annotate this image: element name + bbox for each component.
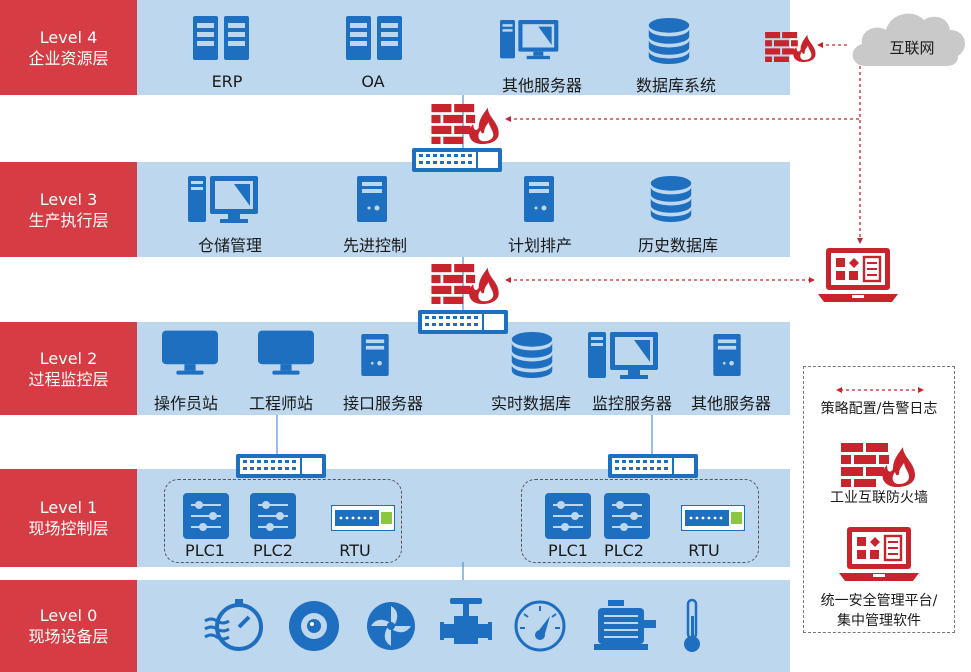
- warehouse-workstation-icon: [188, 176, 260, 224]
- fan-icon: [367, 602, 415, 650]
- rtu-label: RTU: [688, 541, 720, 560]
- plc1-icon: [545, 493, 591, 539]
- plc2-icon: [250, 493, 296, 539]
- apc-server-icon: [357, 176, 387, 222]
- engineer-station-label: 工程师站: [248, 394, 314, 413]
- dashed-arrow-icon: [836, 387, 924, 393]
- firewall-icon: [765, 32, 817, 62]
- rtu-icon: [681, 505, 745, 531]
- management-laptop-icon: [818, 248, 898, 304]
- legend-policy-label: 策略配置/告警日志: [820, 401, 938, 417]
- database-icon: [646, 18, 692, 64]
- erp-server-icon: [193, 16, 249, 60]
- operator-station-label: 操作员站: [153, 394, 219, 413]
- other-server-label: 其他服务器: [501, 76, 583, 95]
- realtime-database-icon: [509, 332, 555, 378]
- apc-label: 先进控制: [342, 236, 408, 255]
- legend: 策略配置/告警日志 工业互联防火墙 统一安全管理平台/ 集中管理软件: [803, 366, 955, 633]
- other-server-icon: [713, 334, 741, 376]
- switch-icon: [412, 148, 502, 172]
- history-database-label: 历史数据库: [637, 236, 719, 255]
- monitor-server-icon: [588, 332, 660, 380]
- camera-icon: [289, 601, 339, 651]
- schedule-server-icon: [524, 176, 554, 222]
- history-database-icon: [648, 176, 694, 222]
- plc2-label: PLC2: [604, 541, 644, 560]
- oa-server-icon: [346, 16, 402, 60]
- operator-monitor-icon: [162, 330, 218, 376]
- other-server-icon: [500, 16, 560, 64]
- firewall-icon: [430, 264, 502, 304]
- firewall-icon: [841, 443, 917, 487]
- management-laptop-icon: [839, 527, 919, 583]
- valve-icon: [440, 598, 492, 644]
- plc2-icon: [604, 493, 650, 539]
- switch-icon: [236, 454, 326, 478]
- control-group-left: [164, 479, 402, 563]
- warehouse-label: 仓储管理: [197, 236, 263, 255]
- cloud-icon: [852, 13, 965, 66]
- legend-platform-label-line1: 统一安全管理平台/: [820, 593, 938, 609]
- interface-server-label: 接口服务器: [342, 394, 424, 413]
- database-system-label: 数据库系统: [635, 76, 717, 95]
- oa-label: OA: [361, 72, 385, 91]
- flow-meter-icon: [204, 599, 263, 651]
- plc2-label: PLC2: [253, 541, 293, 560]
- motor-icon: [594, 600, 656, 650]
- plc1-icon: [183, 493, 229, 539]
- engineer-monitor-icon: [258, 330, 314, 376]
- gauge-icon: [514, 600, 566, 652]
- interface-server-icon: [361, 334, 389, 376]
- other-server-label: 其他服务器: [690, 394, 772, 413]
- legend-firewall-label: 工业互联防火墙: [830, 490, 928, 506]
- legend-platform-label-line2: 集中管理软件: [837, 613, 921, 629]
- schedule-label: 计划排产: [507, 236, 573, 255]
- plc1-label: PLC1: [185, 541, 225, 560]
- realtime-database-label: 实时数据库: [490, 394, 572, 413]
- erp-label: ERP: [211, 72, 243, 91]
- rtu-icon: [331, 505, 395, 531]
- control-group-right: [521, 479, 759, 563]
- plc1-label: PLC1: [548, 541, 588, 560]
- switch-icon: [608, 454, 698, 478]
- switch-icon: [418, 310, 508, 334]
- thermometer-icon: [684, 598, 700, 652]
- internet-label: 互联网: [889, 39, 935, 57]
- firewall-icon: [430, 104, 502, 144]
- monitor-server-label: 监控服务器: [591, 394, 673, 413]
- rtu-label: RTU: [339, 541, 371, 560]
